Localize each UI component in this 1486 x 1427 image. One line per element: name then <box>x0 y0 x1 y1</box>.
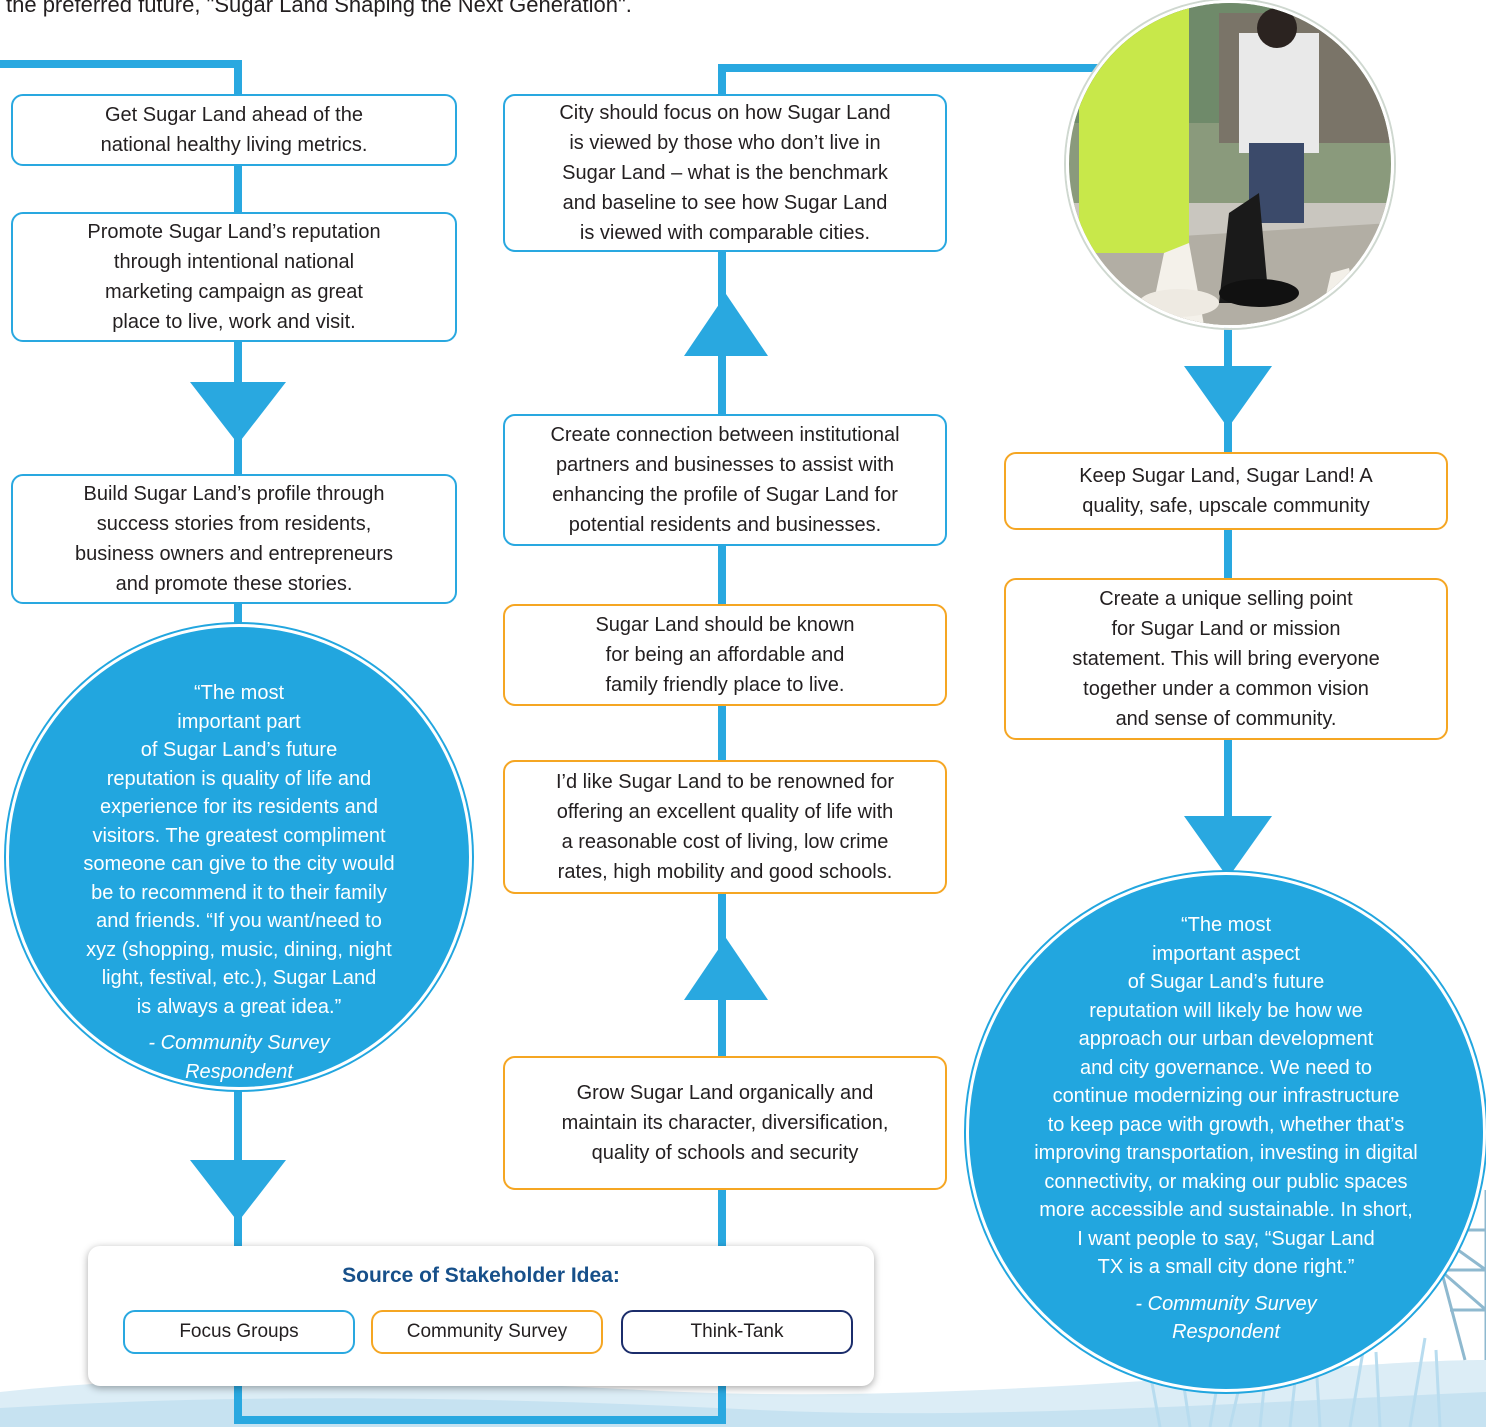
idea-line: marketing campaign as great <box>105 281 363 303</box>
quote-line: of Sugar Land’s future <box>140 739 338 761</box>
quote-line: and city governance. We need to <box>1079 1056 1373 1079</box>
idea-line: Sugar Land should be known <box>595 614 855 636</box>
arrow-up-icon <box>684 938 768 1000</box>
idea-line: I’d like Sugar Land to be renowned for <box>556 771 894 793</box>
idea-box-affordable: Sugar Land should be known for being an a… <box>503 604 947 706</box>
legend-focus-groups: Focus Groups <box>123 1310 355 1354</box>
quote-line: improving transportation, investing in d… <box>1034 1142 1418 1164</box>
idea-line: Get Sugar Land ahead of the <box>105 104 363 126</box>
idea-line: place to live, work and visit. <box>112 311 356 333</box>
intro-text: the preferred future, "Sugar Land Shapin… <box>6 0 632 17</box>
quote-line: be to recommend it to their family <box>91 881 387 904</box>
quote-line: connectivity, or making our public space… <box>1044 1170 1408 1193</box>
idea-line: is viewed by those who don’t live in <box>569 132 881 154</box>
idea-line: and baseline to see how Sugar Land <box>562 192 888 214</box>
idea-line: maintain its character, diversification, <box>561 1112 889 1134</box>
arrow-down-icon <box>1184 816 1272 878</box>
quote-line: xyz (shopping, music, dining, night <box>86 938 392 961</box>
quote-line: and friends. “If you want/need to <box>96 910 382 932</box>
legend-community-survey: Community Survey <box>371 1310 603 1354</box>
quote-line: “The most <box>1180 914 1272 936</box>
idea-line: Keep Sugar Land, Sugar Land! A <box>1079 465 1373 487</box>
idea-line: Build Sugar Land’s profile through <box>83 483 385 505</box>
quote-line: TX is a small city done right.” <box>1097 1256 1355 1278</box>
idea-line: offering an excellent quality of life wi… <box>556 801 894 823</box>
quote-line: experience for its residents and <box>100 796 378 818</box>
idea-line: Create connection between institutional <box>550 424 900 446</box>
quote-attribution: - Community Survey <box>148 1032 330 1054</box>
idea-box-unique-selling-point: Create a unique selling point for Sugar L… <box>1004 578 1448 740</box>
idea-box-quality-of-life: I’d like Sugar Land to be renowned for of… <box>503 760 947 894</box>
idea-line: rates, high mobility and good schools. <box>557 861 893 883</box>
arrow-down-icon <box>1184 366 1272 428</box>
idea-line: a reasonable cost of living, low crime <box>561 831 889 853</box>
idea-line: together under a common vision <box>1083 678 1369 700</box>
legend-think-tank: Think-Tank <box>621 1310 853 1354</box>
quote-line: is always a great idea.” <box>136 995 342 1018</box>
quote-line: someone can give to the city would <box>83 853 395 875</box>
quote-circle-right: “The most important aspect of Sugar Land… <box>966 872 1486 1392</box>
arrow-down-icon <box>190 1160 286 1222</box>
quote-line: continue modernizing our infrastructure <box>1052 1085 1400 1107</box>
legend-title: Source of Stakeholder Idea: <box>342 1264 620 1287</box>
idea-line: through intentional national <box>113 251 355 273</box>
idea-line: enhancing the profile of Sugar Land for <box>552 484 898 506</box>
source-legend: Source of Stakeholder Idea: Focus Groups… <box>88 1246 874 1386</box>
idea-line: is viewed with comparable cities. <box>579 222 871 244</box>
idea-line: statement. This will bring everyone <box>1072 648 1380 670</box>
idea-line: family friendly place to live. <box>605 674 845 696</box>
quote-line: to keep pace with growth, whether that’s <box>1047 1113 1405 1136</box>
idea-line: City should focus on how Sugar Land <box>559 102 891 124</box>
quote-line: more accessible and sustainable. In shor… <box>1039 1199 1413 1221</box>
idea-box-institutional-partners: Create connection between institutional p… <box>503 414 947 546</box>
quote-line: reputation is quality of life and <box>106 767 372 790</box>
quote-attribution: - Community Survey <box>1135 1292 1317 1315</box>
quote-attribution: Respondent <box>1172 1321 1280 1343</box>
arrow-up-icon <box>684 294 768 356</box>
idea-box-benchmark: City should focus on how Sugar Land is vi… <box>503 94 947 252</box>
idea-line: for being an affordable and <box>605 644 845 666</box>
idea-line: and sense of community. <box>1115 708 1337 730</box>
idea-line: and promote these stories. <box>115 573 353 595</box>
idea-line: success stories from residents, <box>96 513 372 535</box>
idea-box-healthy-living: Get Sugar Land ahead of the national heal… <box>11 94 457 166</box>
quote-line: light, festival, etc.), Sugar Land <box>101 967 377 989</box>
idea-line: quality of schools and security <box>591 1142 859 1164</box>
quote-line: “The most <box>193 682 285 704</box>
idea-line: potential residents and businesses. <box>568 514 882 536</box>
quote-line: reputation will likely be how we <box>1089 999 1363 1022</box>
arrow-down-icon <box>190 382 286 444</box>
quote-line: visitors. The greatest compliment <box>92 824 386 847</box>
idea-line: for Sugar Land or mission <box>1111 618 1341 640</box>
community-photo <box>1066 0 1394 328</box>
idea-box-grow-organically: Grow Sugar Land organically and maintain … <box>503 1056 947 1190</box>
idea-line: Sugar Land – what is the benchmark <box>562 162 888 184</box>
quote-line: important aspect <box>1152 942 1300 965</box>
idea-box-marketing-campaign: Promote Sugar Land’s reputation through i… <box>11 212 457 342</box>
idea-line: Promote Sugar Land’s reputation <box>87 221 381 243</box>
quote-line: approach our urban development <box>1078 1028 1374 1050</box>
idea-line: national healthy living metrics. <box>100 134 368 156</box>
chess-park-image <box>1069 3 1391 325</box>
quote-attribution: Respondent <box>185 1060 293 1083</box>
quote-line: of Sugar Land’s future <box>1127 971 1325 993</box>
quote-line: important part <box>177 710 301 733</box>
quote-line: I want people to say, “Sugar Land <box>1077 1227 1375 1250</box>
quote-circle-left: “The most important part of Sugar Land’s… <box>6 624 472 1090</box>
idea-line: quality, safe, upscale community <box>1082 495 1370 517</box>
idea-line: Grow Sugar Land organically and <box>576 1082 874 1104</box>
idea-line: business owners and entrepreneurs <box>75 543 393 565</box>
idea-box-success-stories: Build Sugar Land’s profile through succes… <box>11 474 457 604</box>
idea-box-keep-sugar-land: Keep Sugar Land, Sugar Land! A quality, s… <box>1004 452 1448 530</box>
idea-line: Create a unique selling point <box>1099 588 1353 610</box>
idea-line: partners and businesses to assist with <box>556 454 894 476</box>
